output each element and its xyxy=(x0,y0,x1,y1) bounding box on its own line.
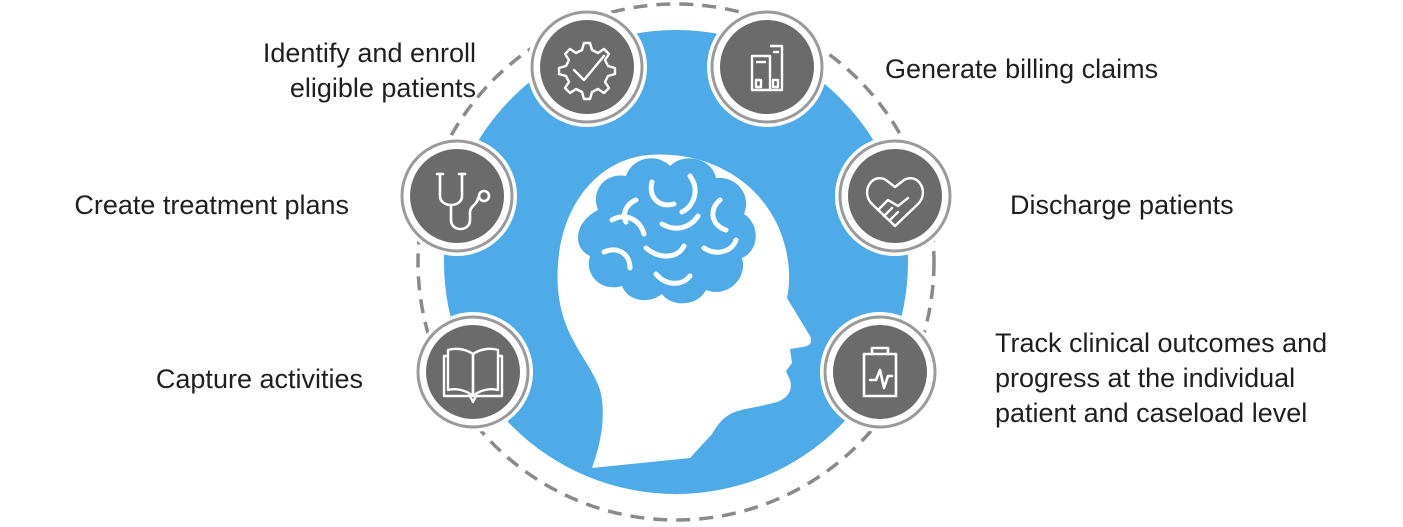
stethoscope-icon xyxy=(435,172,491,231)
step-label-discharge-line-1: Discharge patients xyxy=(1010,190,1234,220)
open-book-icon xyxy=(442,347,504,404)
step-label-track-line-1: Track clinical outcomes and xyxy=(995,328,1328,358)
step-node-discharge xyxy=(835,136,955,256)
step-label-treatment: Create treatment plans xyxy=(74,188,349,223)
brain-icon xyxy=(578,158,756,304)
clipboard-chart-icon xyxy=(862,346,898,398)
step-label-track: Track clinical outcomes and progress at … xyxy=(995,326,1327,431)
step-label-treatment-line-1: Create treatment plans xyxy=(74,190,349,220)
step-node-track xyxy=(820,312,940,432)
step-label-track-line-3: patient and caseload level xyxy=(995,398,1308,428)
step-label-identify-line-2: eligible patients xyxy=(289,73,476,103)
step-node-capture xyxy=(413,312,533,432)
step-label-capture-line-1: Capture activities xyxy=(155,364,363,394)
step-label-identify: Identify and enroll eligible patients xyxy=(263,36,476,106)
dashed-cycle-ring xyxy=(416,2,936,522)
documents-icon xyxy=(750,44,784,92)
step-node-identify xyxy=(527,7,647,127)
head-brain-icon xyxy=(557,154,812,468)
step-label-billing: Generate billing claims xyxy=(885,52,1158,87)
step-label-discharge: Discharge patients xyxy=(1010,188,1234,223)
step-label-identify-line-1: Identify and enroll xyxy=(262,38,476,68)
step-label-track-line-2: progress at the individual xyxy=(995,363,1296,393)
step-label-capture: Capture activities xyxy=(156,362,363,397)
step-node-billing xyxy=(707,7,827,127)
step-label-billing-line-1: Generate billing claims xyxy=(885,54,1159,84)
gear-check-icon xyxy=(557,41,617,101)
handshake-heart-icon xyxy=(865,177,925,228)
step-node-treatment xyxy=(397,136,517,256)
